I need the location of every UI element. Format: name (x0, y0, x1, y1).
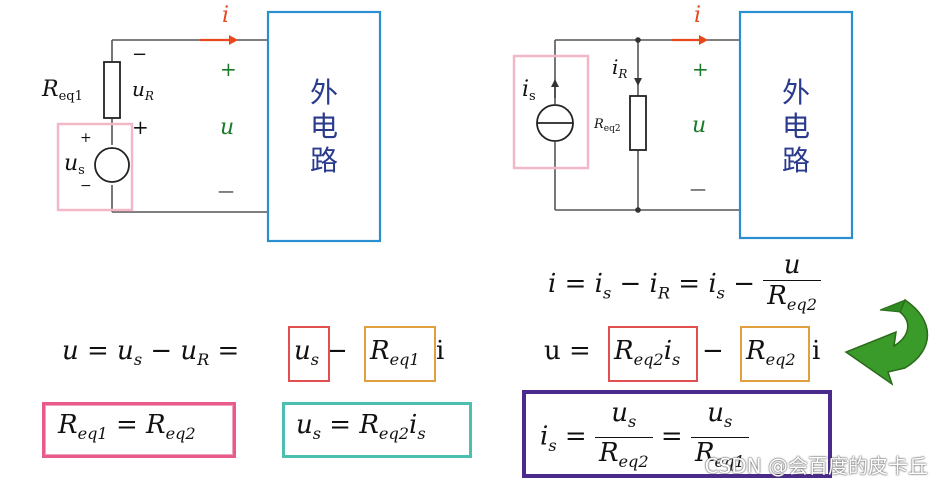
left-resistor-label: Req1 (41, 77, 83, 104)
left-resistor (103, 61, 121, 119)
green-return-arrow-icon (844, 298, 929, 386)
source-plus-sign: + (80, 130, 92, 146)
right-i-term: i (812, 336, 821, 366)
us-highlight-box (288, 326, 330, 382)
req2-is-term: Req2is (614, 336, 681, 370)
right-network-char-3: 路 (782, 144, 810, 177)
right-resistor (629, 95, 647, 151)
resistor-plus-sign: + (132, 115, 149, 139)
req1-term: Req1 (370, 336, 420, 370)
req1-highlight-box (364, 326, 436, 382)
left-circuit: i Req1 uR − + + − us + u — 外 电 路 (41, 3, 382, 243)
left-i-term: i (436, 336, 445, 366)
voltage-source-label: us (64, 151, 85, 178)
right-resistor-label: Req2 (593, 117, 621, 134)
req-equality: Req1 = Req2 (58, 410, 196, 444)
us-equality-box (282, 402, 472, 458)
us-term: us (294, 336, 320, 370)
left-terminal-u: u (220, 115, 234, 140)
is-fraction-1: us Req2 (594, 398, 653, 477)
left-terminal-plus: + (220, 57, 237, 81)
is-equality-box (522, 390, 832, 478)
resistor-minus-sign: − (132, 44, 147, 65)
right-terminal-minus: — (690, 179, 706, 198)
left-network-char-2: 电 (310, 110, 338, 143)
right-current-label: i (694, 3, 701, 28)
branch-current-arrowhead (634, 78, 642, 86)
current-equation: i = is − iR = is − u Req2 (548, 250, 821, 320)
req2-highlight-box (740, 326, 810, 382)
right-terminal-plus: + (692, 57, 709, 81)
junction-top (635, 37, 641, 43)
right-source-highlight (512, 54, 590, 170)
right-minus: − (702, 336, 724, 366)
voltage-equation-right: u = (544, 336, 591, 366)
current-source-arrowhead (551, 79, 559, 87)
branch-current-label: iR (612, 55, 627, 81)
left-resistor-voltage-label: uR (132, 77, 154, 103)
right-current-arrowhead (699, 35, 708, 45)
left-terminal-minus: — (218, 181, 234, 200)
req2-term: Req2 (746, 336, 796, 370)
source-minus-sign: − (80, 178, 92, 194)
right-network-char-1: 外 (782, 76, 810, 109)
watermark: CSDN @会百度的皮卡丘 (704, 454, 928, 478)
left-network-char-1: 外 (310, 76, 338, 109)
voltage-source-symbol (94, 147, 130, 183)
right-terminal-u: u (692, 113, 706, 138)
left-current-arrowhead (229, 35, 238, 45)
right-external-network-box (738, 10, 854, 240)
right-circuit: i is iR Req2 + u — 外 电 路 (512, 3, 854, 240)
req2-is-highlight-box (608, 326, 698, 382)
is-fraction-2: us Req1 (690, 398, 749, 477)
left-source-highlight (56, 122, 134, 212)
right-network-char-2: 电 (782, 110, 810, 143)
voltage-equation-left: u = us − uR = (62, 336, 240, 370)
left-current-label: i (222, 3, 229, 28)
is-equality: is = us Req2 = us Req1 (540, 398, 749, 477)
us-equality: us = Req2is (296, 410, 426, 444)
left-network-char-3: 路 (310, 144, 338, 177)
left-minus: − (326, 336, 348, 366)
current-source-label: is (522, 77, 536, 104)
req-equality-box (42, 402, 236, 458)
current-equation-fraction: u Req2 (763, 250, 821, 320)
junction-bottom (635, 207, 641, 213)
left-external-network-box (266, 10, 382, 243)
